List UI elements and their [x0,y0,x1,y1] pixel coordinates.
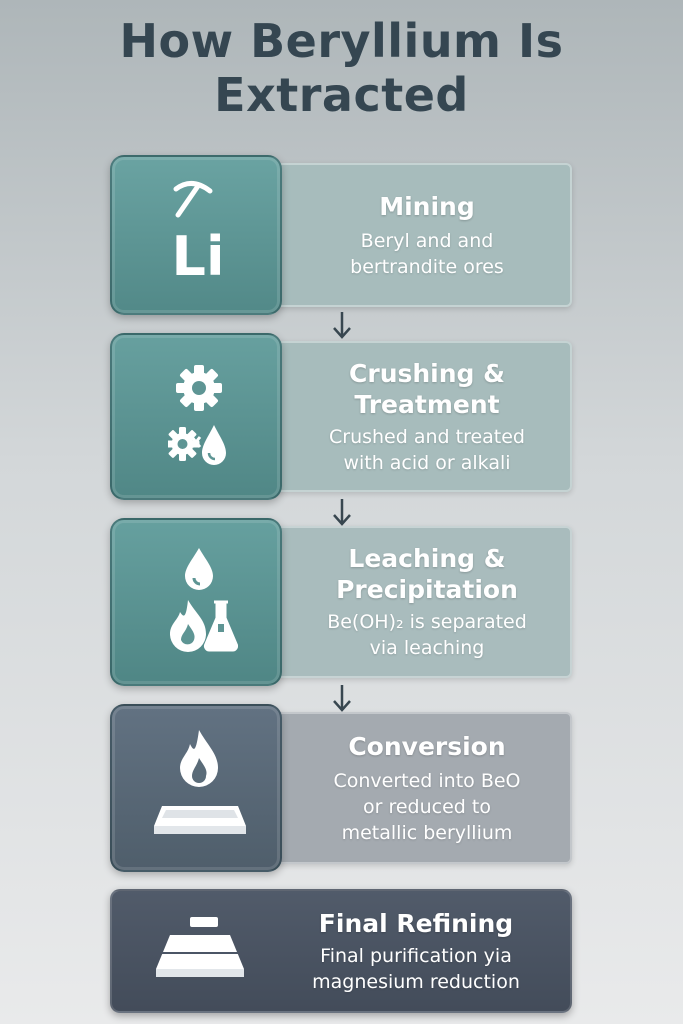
step-text: Mining Beryl and and bertrandite ores [282,155,572,315]
drop-icon [185,548,213,590]
step-description: Converted into BeO or reduced to metalli… [333,769,521,844]
step-text: Conversion Converted into BeO or reduced… [282,704,572,872]
step-icon-tile [110,333,282,500]
refining-furnace-icon [156,917,244,977]
step-heading: Crushing & Treatment [349,358,505,419]
step-card [260,341,572,492]
gear-icon [176,365,222,411]
step-final-refining: Final Refining Final purification yia ma… [110,889,572,1013]
step-conversion: Conversion Converted into BeO or reduced… [110,704,572,872]
step-description: Crushed and treated with acid or alkali [328,425,525,474]
page-title: How Beryllium Is Extracted [0,14,683,122]
arrow-down-icon [333,499,351,526]
ingot-icon [154,806,246,834]
step-crushing: Crushing & Treatment Crushed and treated… [110,333,572,500]
step-description: Beryl and and bertrandite ores [350,229,504,278]
step-text: Crushing & Treatment Crushed and treated… [282,333,572,500]
step-heading: Leaching & Precipitation [336,544,518,604]
step-heading: Final Refining [318,908,514,938]
step-description: Final purification yia magnesium reducti… [312,944,520,993]
step-mining: Li Mining Beryl and and bertrandite ores [110,155,572,315]
flame-flask-icon [170,600,238,652]
step-card [260,526,572,678]
arrow-down-icon [333,685,351,712]
lithium-symbol-icon: Li [171,225,225,288]
step-icon-tile: Li [110,155,282,315]
step-text: Leaching & Precipitation Be(OH)₂ is sepa… [282,518,572,686]
step-card [260,712,572,864]
step-card [260,163,572,307]
gear-drop-icon [168,425,226,465]
title-line-1: How Beryllium Is [119,14,564,68]
step-text: Final Refining Final purification yia ma… [262,891,570,1011]
title-line-2: Extracted [214,68,469,122]
pickaxe-icon [173,181,213,218]
step-description: Be(OH)₂ is separated via leaching [327,611,527,659]
step-icon-tile [110,704,282,872]
step-icon-tile [110,518,282,686]
arrow-down-icon [333,312,351,339]
step-leaching: Leaching & Precipitation Be(OH)₂ is sepa… [110,518,572,686]
step-heading: Conversion [348,731,506,761]
step-heading: Mining [379,191,475,221]
flame-icon [180,730,218,787]
